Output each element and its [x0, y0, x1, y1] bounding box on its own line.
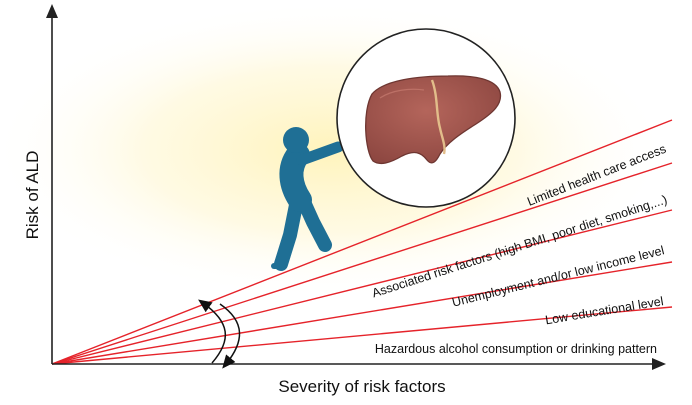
axes — [46, 4, 666, 370]
ray-limited-health-care — [51, 119, 673, 365]
liver-bubble — [336, 28, 516, 208]
x-axis-arrow — [652, 358, 666, 370]
ray-hazardous-alcohol — [51, 306, 673, 365]
factor-label-educational: Low educational level — [544, 294, 664, 327]
ray-unemployment — [51, 209, 673, 365]
risk-rays — [51, 119, 673, 365]
ray-associated-risk — [51, 162, 673, 365]
person-pushing-icon — [271, 127, 344, 271]
y-axis-arrow — [46, 4, 58, 18]
liver-icon — [365, 75, 502, 165]
ray-educational — [51, 261, 673, 365]
rotation-arrows-icon — [198, 299, 241, 369]
factor-label-hazardous-alcohol: Hazardous alcohol consumption or drinkin… — [375, 342, 657, 356]
x-axis-label: Severity of risk factors — [278, 377, 445, 396]
y-axis-label: Risk of ALD — [23, 151, 42, 240]
